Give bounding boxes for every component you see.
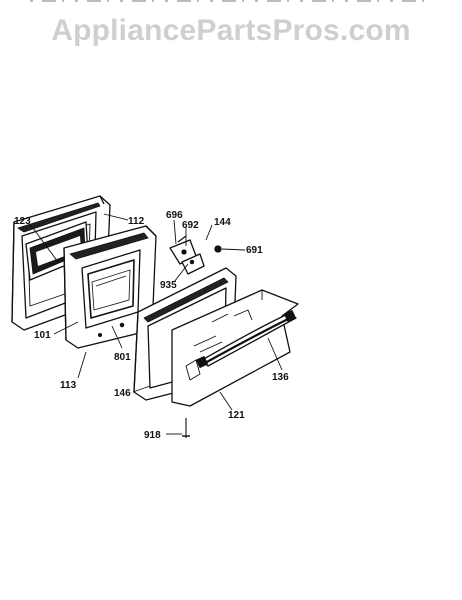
label-144: 144 bbox=[214, 217, 231, 228]
door-handle bbox=[196, 310, 297, 368]
inner-door-frame bbox=[63, 225, 157, 349]
label-113: 113 bbox=[60, 380, 77, 391]
label-935: 935 bbox=[160, 280, 177, 291]
screw-918 bbox=[182, 418, 190, 438]
label-691: 691 bbox=[246, 245, 263, 256]
label-146: 146 bbox=[114, 388, 131, 399]
label-918: 918 bbox=[144, 430, 161, 441]
label-121: 121 bbox=[228, 410, 245, 421]
label-112: 112 bbox=[128, 216, 145, 227]
label-101: 101 bbox=[34, 330, 51, 341]
door-glass-window bbox=[25, 221, 89, 281]
label-692: 692 bbox=[182, 220, 199, 231]
watermark: AppliancePartsPros.com bbox=[51, 14, 411, 47]
label-123: 123 bbox=[14, 216, 31, 227]
screw-691 bbox=[214, 245, 222, 253]
label-801: 801 bbox=[114, 352, 131, 363]
label-136: 136 bbox=[272, 372, 289, 383]
label-696: 696 bbox=[166, 210, 183, 221]
hinge-bracket bbox=[169, 235, 205, 275]
scan-artifact-line bbox=[30, 0, 430, 2]
